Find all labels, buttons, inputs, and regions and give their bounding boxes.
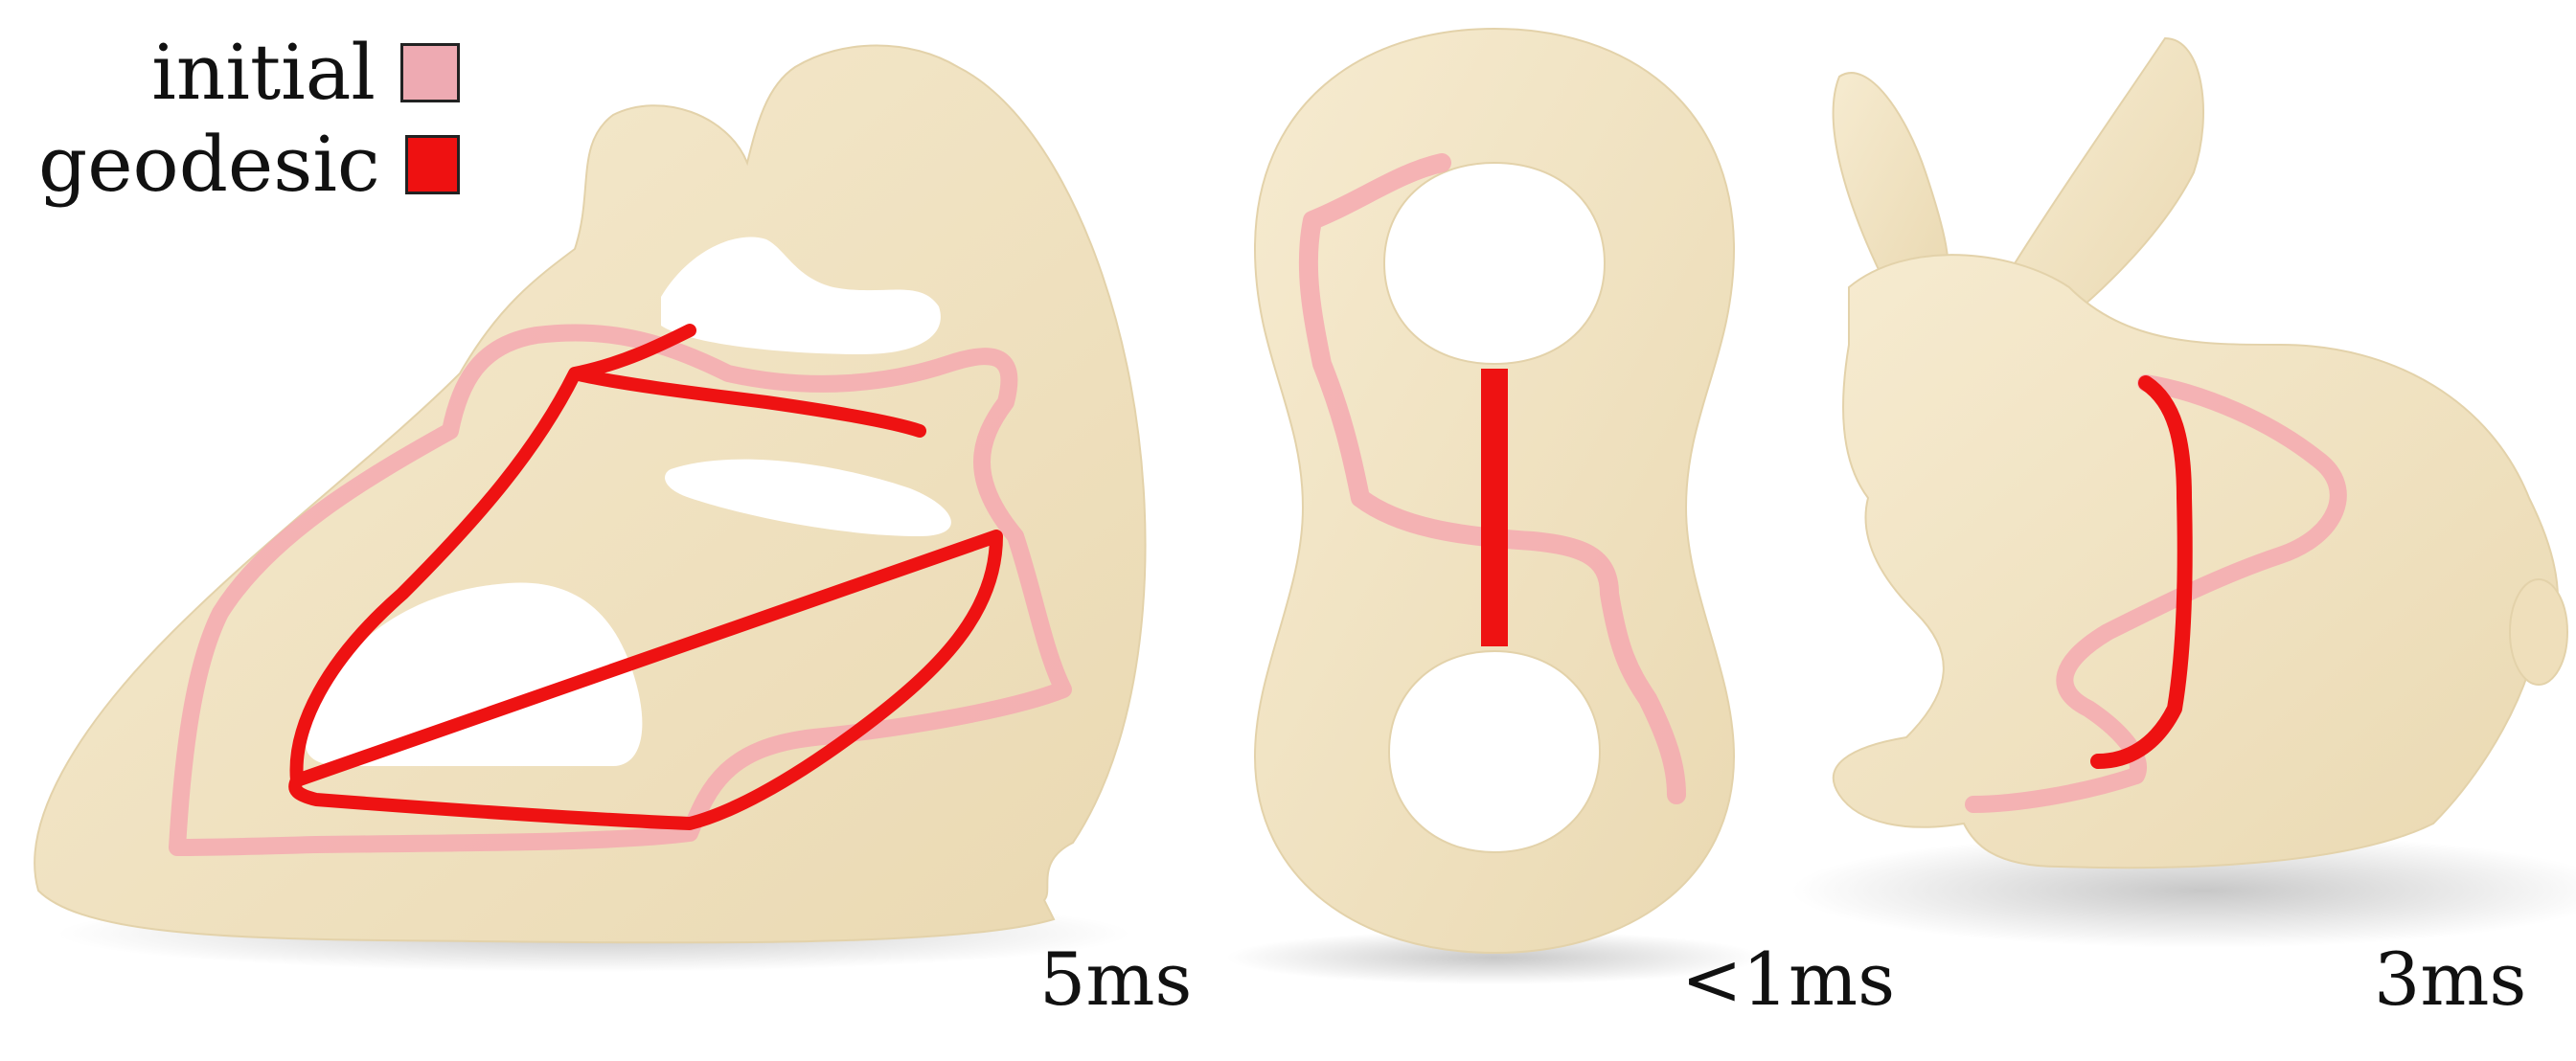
sculpture-hole-middle [665, 459, 951, 536]
legend-item-geodesic: geodesic [38, 119, 460, 211]
bunny-geodesic-curve [2090, 375, 2193, 769]
sculpture-geodesic-curve [288, 324, 1003, 830]
kissing-sculpture-model [34, 44, 1147, 972]
double-torus-model [1226, 27, 1763, 984]
timing-label-torus: <1ms [1681, 937, 1896, 1022]
bunny-initial-curve [1965, 374, 2347, 813]
timing-label-sculpture: 5ms [1039, 937, 1193, 1022]
sculpture-hole-upper [661, 237, 941, 354]
sculpture-hole-lower [306, 582, 643, 766]
sculpture-initial-curve [169, 324, 1072, 856]
legend-item-initial: initial [38, 27, 460, 119]
bunny-left-ear [1832, 72, 1949, 299]
bunny-tail [2509, 578, 2568, 686]
legend: initial geodesic [38, 27, 460, 211]
torus-shadow [1226, 931, 1763, 984]
legend-label-geodesic: geodesic [38, 120, 380, 209]
bunny-right-ear [2010, 36, 2204, 327]
legend-label-initial: initial [151, 28, 376, 117]
legend-swatch-geodesic [404, 135, 460, 194]
bunny-model [1791, 36, 2576, 948]
legend-swatch-initial [400, 43, 460, 102]
torus-initial-curve [1298, 153, 1686, 804]
bunny-body [1833, 254, 2559, 869]
bunny-shadow [1791, 833, 2576, 948]
timing-label-bunny: 3ms [2374, 937, 2527, 1022]
